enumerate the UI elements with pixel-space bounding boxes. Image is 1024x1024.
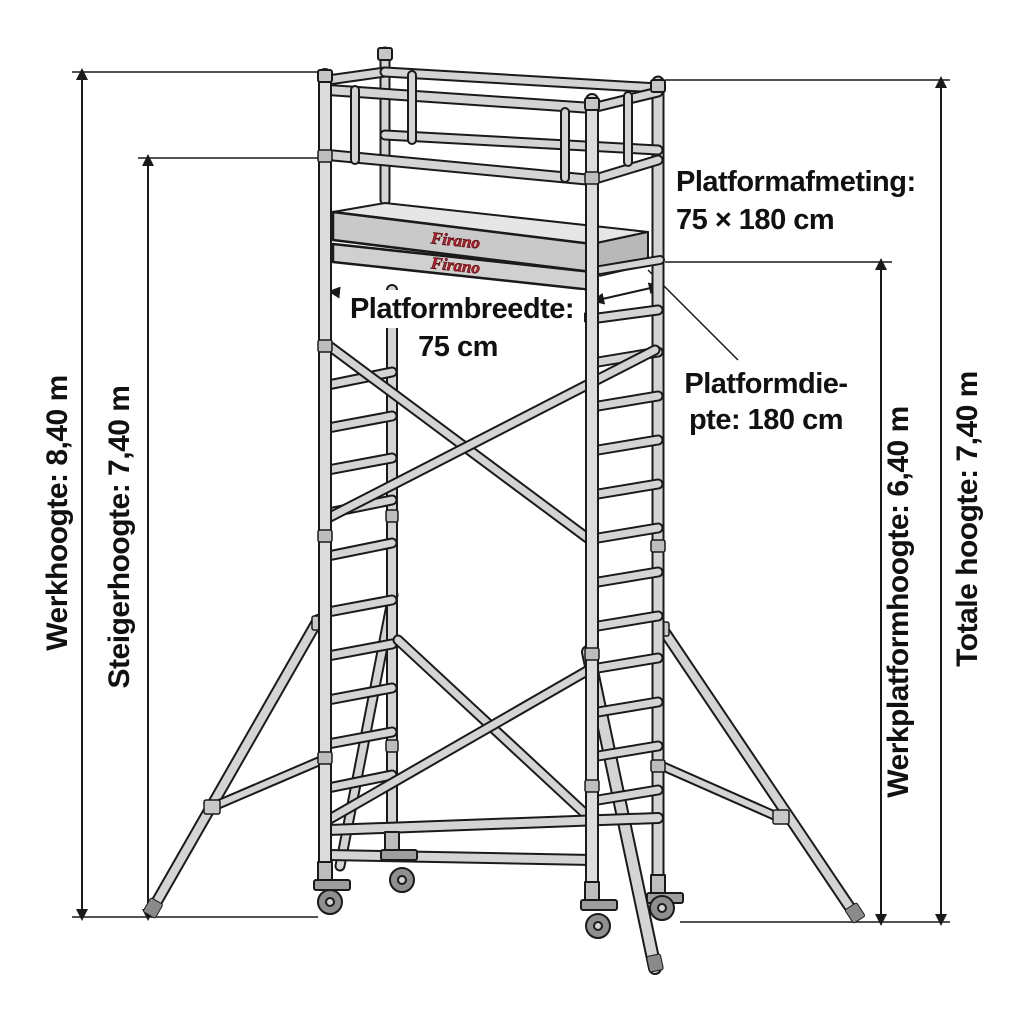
platformdiepte-line2: pte: 180 cm <box>688 404 844 436</box>
castor-front-left <box>313 861 351 915</box>
post-couplers <box>317 149 666 793</box>
post-caps <box>317 47 666 111</box>
outrigger-feet <box>143 897 865 973</box>
werkhoogte-label: Werkhoogte: 8,40 m <box>41 375 74 651</box>
diagonal-braces <box>322 339 661 826</box>
platformafmeting-line2: 75 × 180 cm <box>676 204 835 236</box>
totale-hoogte-label: Totale hoogte: 7,40 m <box>951 371 984 667</box>
werkplatformhoogte-label: Werkplatformhoogte: 6,40 m <box>882 406 915 798</box>
castor-wheels <box>313 831 684 939</box>
stabilizer-outriggers <box>146 589 861 975</box>
castor-back-right <box>646 874 684 921</box>
ladder-rungs-right <box>592 304 664 806</box>
platformbreedte-line2: 75 cm <box>418 331 498 363</box>
platformdiepte-line1: Platformdie- <box>684 368 848 400</box>
platformbreedte-label: Platformbreedte: 75 cm <box>340 290 584 366</box>
castor-back-left <box>380 831 418 893</box>
platform-deck <box>331 202 665 292</box>
platformafmeting-line1: Platformafmeting: <box>676 166 916 198</box>
ladder-rungs-left <box>322 366 398 794</box>
castor-front-right <box>580 881 618 939</box>
bottom-frame <box>322 812 664 866</box>
scaffold <box>143 46 865 975</box>
front-posts <box>318 68 599 897</box>
platformdiepte-arrow <box>592 282 661 305</box>
platformafmeting-label: Platformafmeting: 75 × 180 cm <box>676 163 916 239</box>
platformbreedte-line1: Platformbreedte: <box>340 290 584 328</box>
steigerhoogte-label: Steigerhoogte: 7,40 m <box>103 385 136 689</box>
platformdiepte-label: Platformdie- pte: 180 cm <box>678 366 854 438</box>
brand-logos: Firano Firano <box>429 228 481 278</box>
guardrails <box>322 66 664 186</box>
